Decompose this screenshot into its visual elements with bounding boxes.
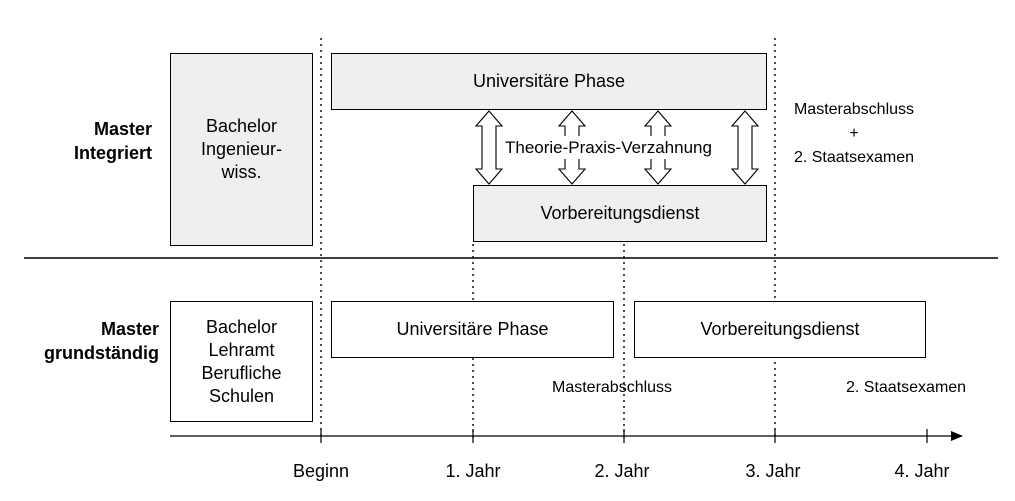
- prep-integrated-box: Vorbereitungsdienst: [473, 185, 767, 242]
- tick-label-jahr-2: 2. Jahr: [594, 461, 650, 481]
- double-arrow-icon: [730, 110, 760, 185]
- tick-label-beginn: Beginn: [292, 461, 350, 481]
- row-label-integrated: Master Integriert: [73, 119, 152, 163]
- prep-grundstaendig-box: Vorbereitungsdienst: [634, 301, 926, 358]
- tick-label-jahr-4: 4. Jahr: [894, 461, 950, 481]
- degree-master-label: Masterabschluss: [552, 379, 673, 396]
- uni-phase-integrated-box: Universitäre Phase: [331, 53, 767, 110]
- bachelor-ingenieur-label: Bachelor Ingenieur- wiss.: [200, 116, 283, 182]
- uni-phase-grundstaendig-label: Universitäre Phase: [396, 319, 549, 339]
- double-arrow-icon: [474, 110, 504, 185]
- bachelor-ingenieur-box: Bachelor Ingenieur- wiss.: [170, 53, 313, 246]
- link-arrows: [474, 110, 760, 185]
- degree-state-label: 2. Staatsexamen: [846, 379, 967, 396]
- integrated-result: Masterabschluss + 2. Staatsexamen: [793, 101, 915, 166]
- timeline-ticks: [320, 429, 928, 443]
- theorie-praxis-label: Theorie-Praxis-Verzahnung: [505, 136, 712, 159]
- tick-label-jahr-1: 1. Jahr: [445, 461, 501, 481]
- uni-phase-grundstaendig-box: Universitäre Phase: [331, 301, 614, 358]
- prep-grundstaendig-label: Vorbereitungsdienst: [700, 319, 860, 339]
- bachelor-lehramt-box: Bachelor Lehramt Berufliche Schulen: [170, 301, 313, 422]
- bachelor-lehramt-label: Bachelor Lehramt Berufliche Schulen: [201, 316, 282, 406]
- row-label-grundstaendig: Master grundständig: [44, 319, 159, 363]
- tick-label-jahr-3: 3. Jahr: [745, 461, 801, 481]
- prep-integrated-label: Vorbereitungsdienst: [540, 203, 700, 223]
- uni-phase-integrated-label: Universitäre Phase: [472, 71, 626, 91]
